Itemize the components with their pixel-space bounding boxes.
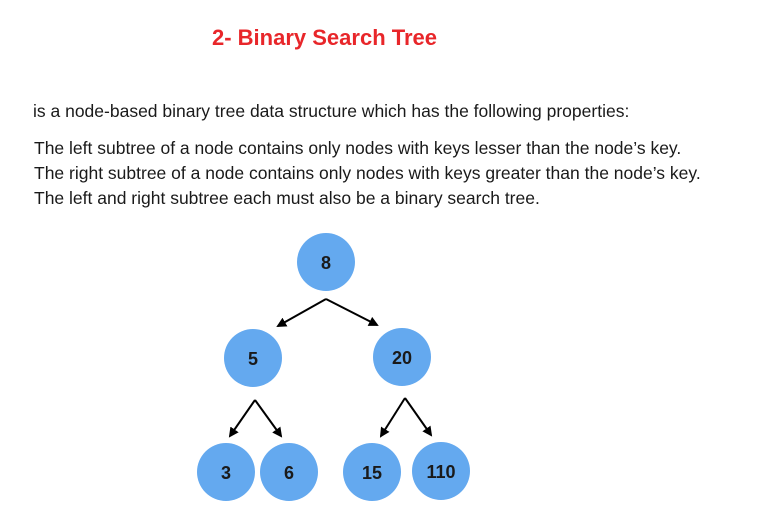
tree-node: 110 bbox=[412, 442, 470, 500]
intro-text: is a node-based binary tree data structu… bbox=[33, 101, 630, 121]
edge-20-15 bbox=[379, 397, 406, 438]
edge-5-3 bbox=[228, 399, 256, 438]
tree-node: 6 bbox=[260, 443, 318, 501]
tree-node: 8 bbox=[297, 233, 355, 291]
tree-node: 3 bbox=[197, 443, 255, 501]
node-label: 5 bbox=[248, 349, 258, 369]
edge-5-6 bbox=[254, 399, 283, 438]
tree-node: 15 bbox=[343, 443, 401, 501]
edge-8-20 bbox=[325, 298, 379, 326]
node-label: 8 bbox=[321, 253, 331, 273]
tree-node: 5 bbox=[224, 329, 282, 387]
tree-node: 20 bbox=[373, 328, 431, 386]
node-label: 3 bbox=[221, 463, 231, 483]
edge-20-110 bbox=[404, 397, 433, 437]
property-list: The left subtree of a node contains only… bbox=[34, 136, 701, 211]
node-label: 15 bbox=[362, 463, 382, 483]
page-title: 2- Binary Search Tree bbox=[212, 25, 438, 50]
property-item: The right subtree of a node contains onl… bbox=[34, 163, 701, 183]
node-label: 110 bbox=[426, 462, 455, 482]
node-label: 6 bbox=[284, 463, 294, 483]
property-item: The left and right subtree each must als… bbox=[34, 188, 540, 208]
property-item: The left subtree of a node contains only… bbox=[34, 138, 682, 158]
node-label: 20 bbox=[392, 348, 412, 368]
edge-8-5 bbox=[276, 298, 327, 327]
